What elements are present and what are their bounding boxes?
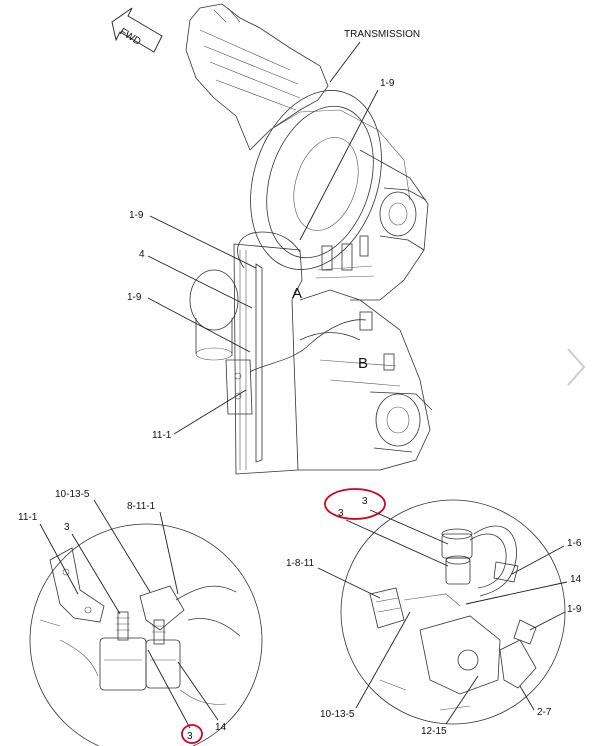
zone-b-label: B bbox=[358, 355, 368, 372]
detail-view-a bbox=[29, 523, 263, 746]
callout-1-9-mid: 1-9 bbox=[127, 292, 142, 303]
callout-3-a-highlighted: 3 bbox=[187, 731, 193, 742]
callout-2-7: 2-7 bbox=[537, 707, 552, 718]
fwd-arrow-icon: FWD bbox=[111, 7, 163, 53]
callout-11-1-a: 11-1 bbox=[18, 512, 38, 523]
callout-1-9-top: 1-9 bbox=[380, 78, 395, 89]
callout-8-11-1: 8-11-1 bbox=[127, 501, 156, 512]
callout-10-13-5-b: 10-13-5 bbox=[320, 709, 355, 720]
callout-1-9-b: 1-9 bbox=[567, 604, 582, 615]
highlight-circle-b bbox=[324, 488, 386, 520]
zone-a-label: A bbox=[292, 285, 302, 302]
fwd-label: FWD bbox=[118, 26, 143, 47]
callout-3-a: 3 bbox=[64, 522, 70, 533]
callout-4: 4 bbox=[139, 249, 145, 260]
transmission-illustration bbox=[185, 3, 433, 475]
callout-12-15: 12-15 bbox=[421, 726, 447, 737]
callout-1-6: 1-6 bbox=[567, 538, 582, 549]
callout-14-b: 14 bbox=[570, 574, 582, 585]
detail-view-b bbox=[340, 499, 566, 725]
callout-14-a: 14 bbox=[215, 722, 227, 733]
transmission-label: TRANSMISSION bbox=[344, 29, 420, 40]
callout-3-b-highlighted: 3 bbox=[362, 496, 368, 507]
callout-10-13-5-a: 10-13-5 bbox=[55, 489, 90, 500]
chevron-right-icon[interactable] bbox=[560, 345, 590, 389]
callout-1-9-left: 1-9 bbox=[129, 210, 144, 221]
callout-11-1: 11-1 bbox=[152, 430, 172, 441]
highlight-circle-a bbox=[181, 724, 203, 744]
callout-3-b: 3 bbox=[338, 508, 344, 519]
callout-1-8-11: 1-8-11 bbox=[286, 558, 315, 569]
